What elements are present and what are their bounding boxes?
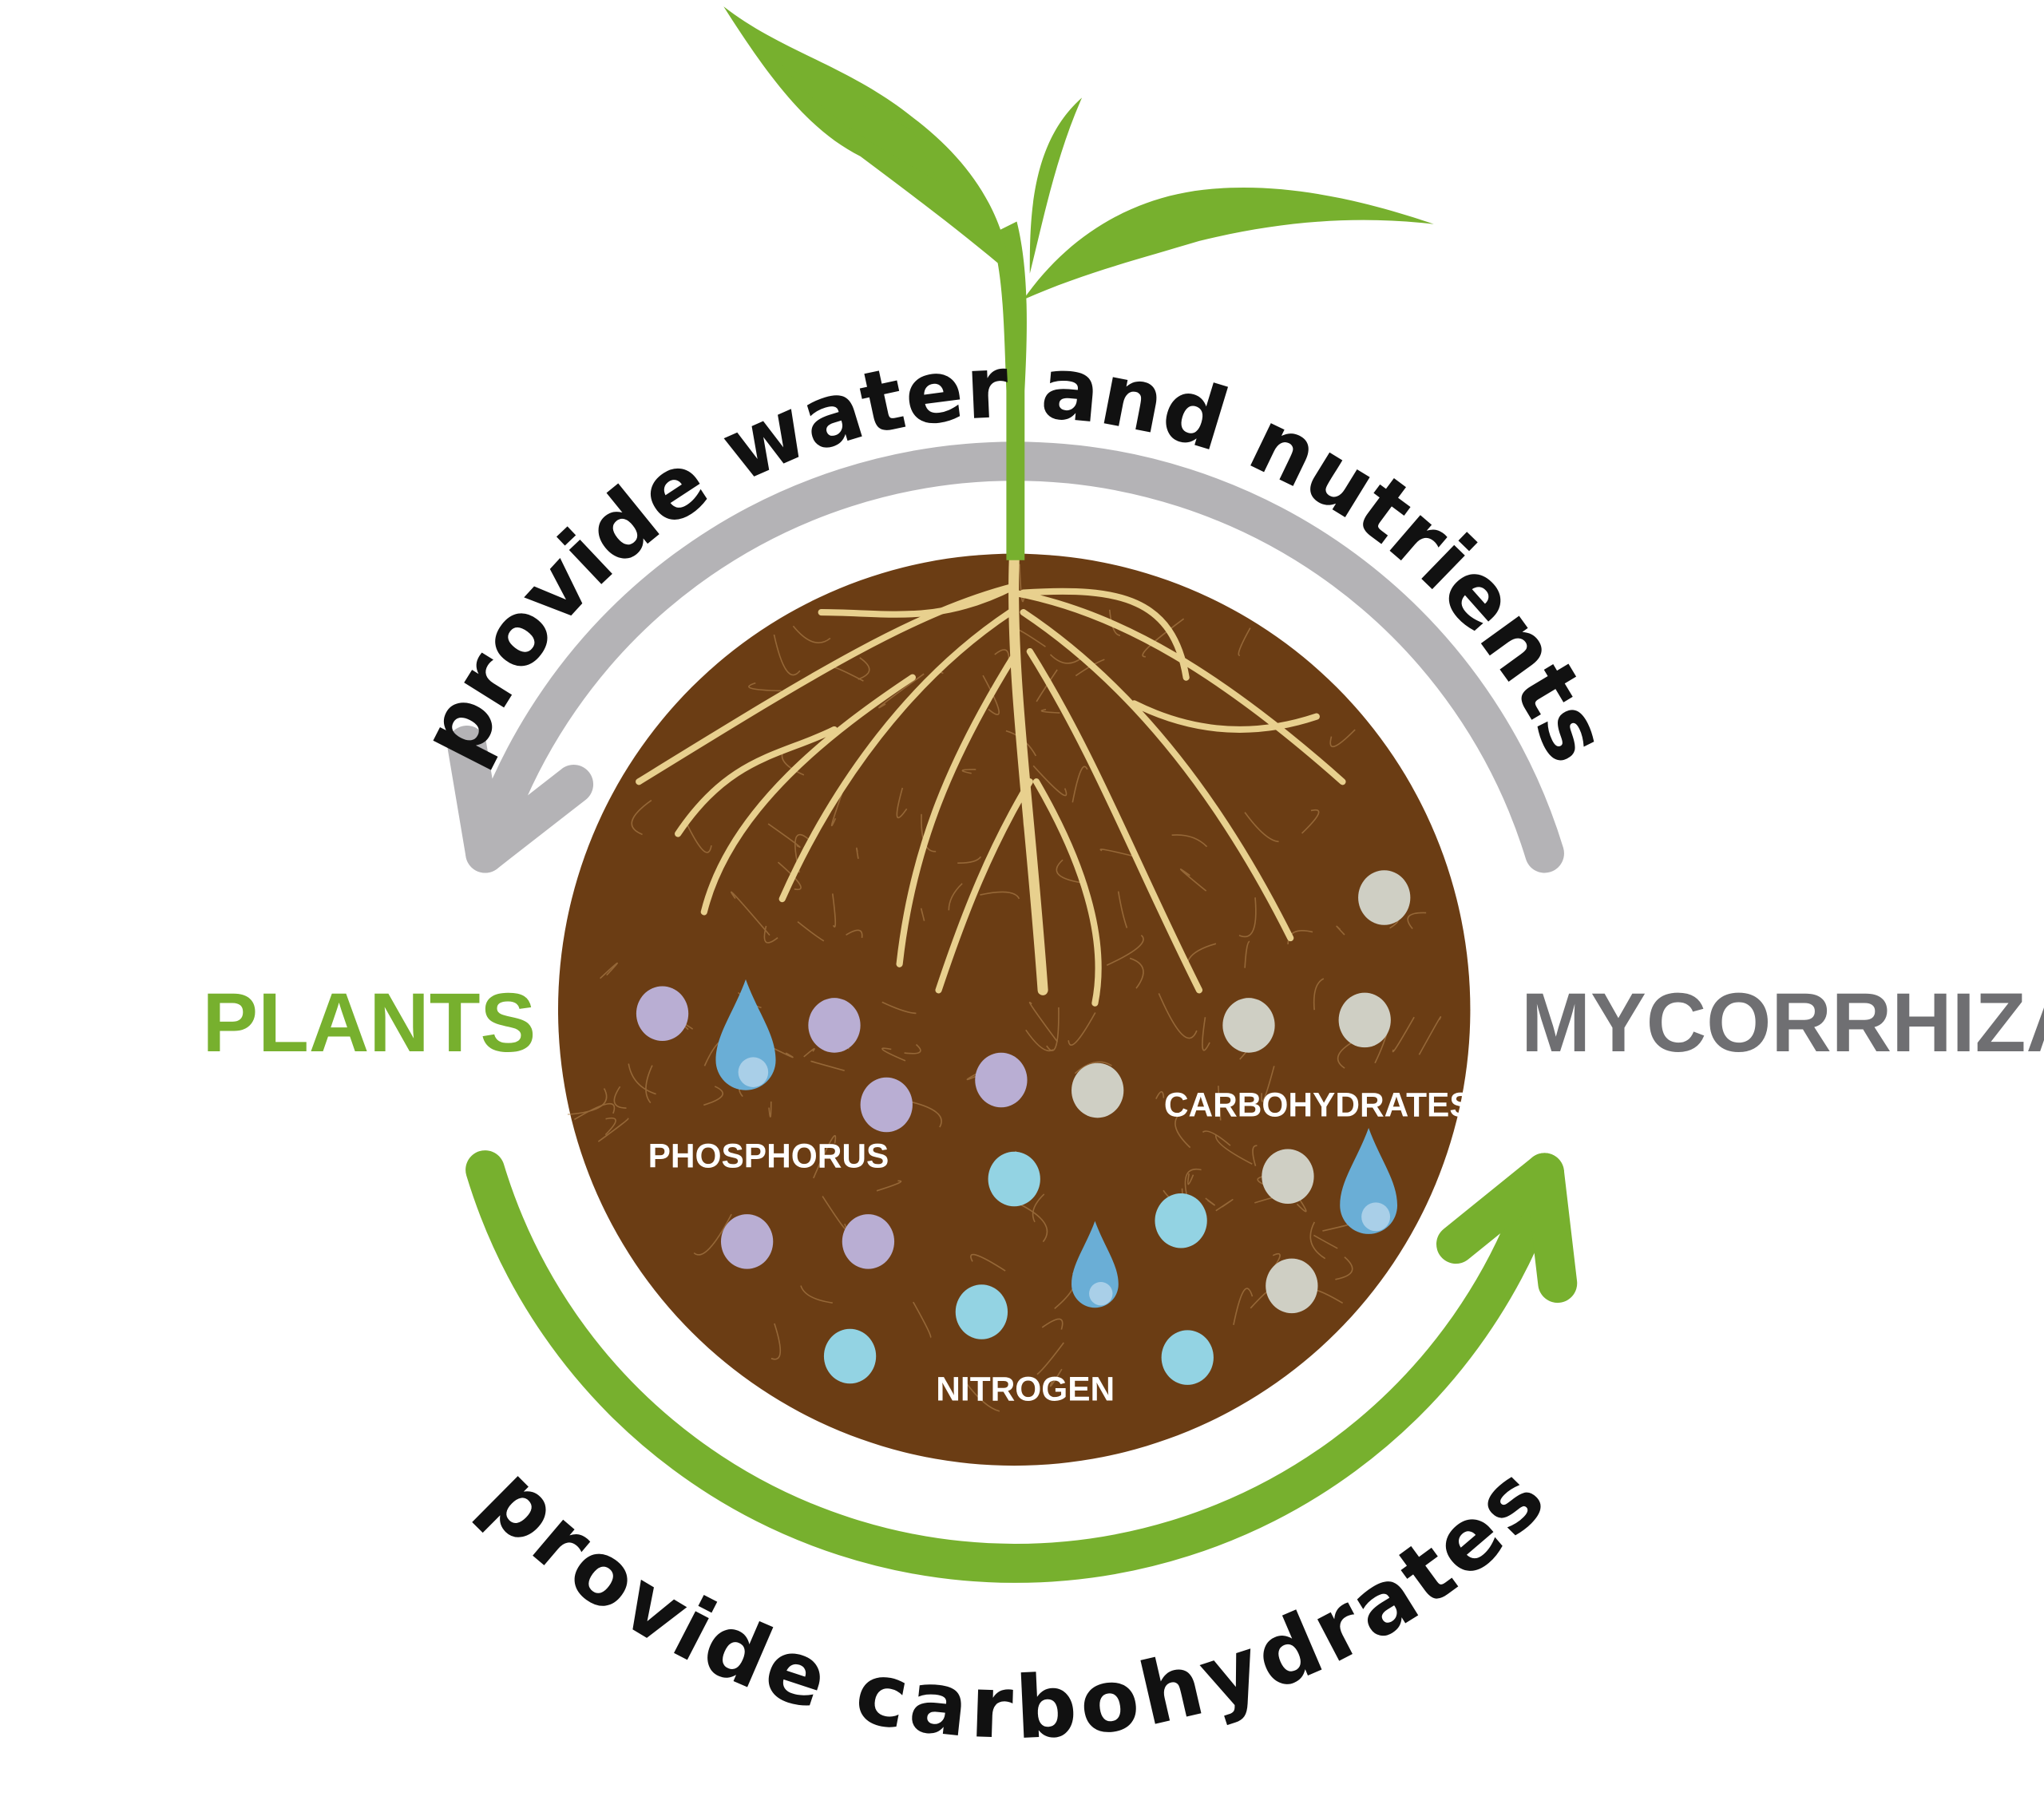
nitrogen-dot-icon (1155, 1193, 1207, 1248)
carbohydrate-dot-icon (1262, 1149, 1314, 1205)
carbohydrate-dot-icon (1266, 1258, 1318, 1314)
phosphorus-dot-icon (975, 1052, 1028, 1108)
nitrogen-dot-icon (823, 1328, 877, 1384)
plant-seedling-icon (723, 6, 1434, 560)
carbohydrate-dot-icon (1222, 998, 1275, 1053)
nitrogen-dot-icon (955, 1284, 1008, 1339)
water-drop-icon (1072, 1221, 1119, 1308)
bottom-arrow-text: provide carbohydrates (465, 1448, 1563, 1759)
water-drop-icon (715, 979, 776, 1090)
nitrogen-dot-icon (1161, 1330, 1214, 1385)
phosphorus-dot-icon (860, 1077, 913, 1133)
carbohydrate-dot-icon (1338, 992, 1391, 1048)
water-drop-icon (1340, 1128, 1398, 1234)
phosphorus-label: PHOSPHORUS (648, 1137, 889, 1174)
mycorrhiza-label: MYCORRHIZA (1521, 976, 2044, 1070)
carbohydrates-label: CARBOHYDRATES (1164, 1086, 1472, 1124)
green-cycle-arrow-icon (465, 1150, 1578, 1583)
carbohydrate-dot-icon (1358, 870, 1411, 925)
nitrogen-label: NITROGEN (936, 1370, 1115, 1407)
carbohydrate-dot-icon (1072, 1062, 1124, 1118)
phosphorus-dot-icon (636, 986, 689, 1042)
phosphorus-dot-icon (842, 1214, 895, 1269)
roots (636, 555, 1346, 1007)
phosphorus-dot-icon (720, 1214, 774, 1269)
hyphae-network (567, 564, 1442, 1412)
nitrogen-dot-icon (988, 1151, 1040, 1207)
phosphorus-dot-icon (808, 998, 861, 1053)
plants-label: PLANTS (202, 976, 536, 1070)
